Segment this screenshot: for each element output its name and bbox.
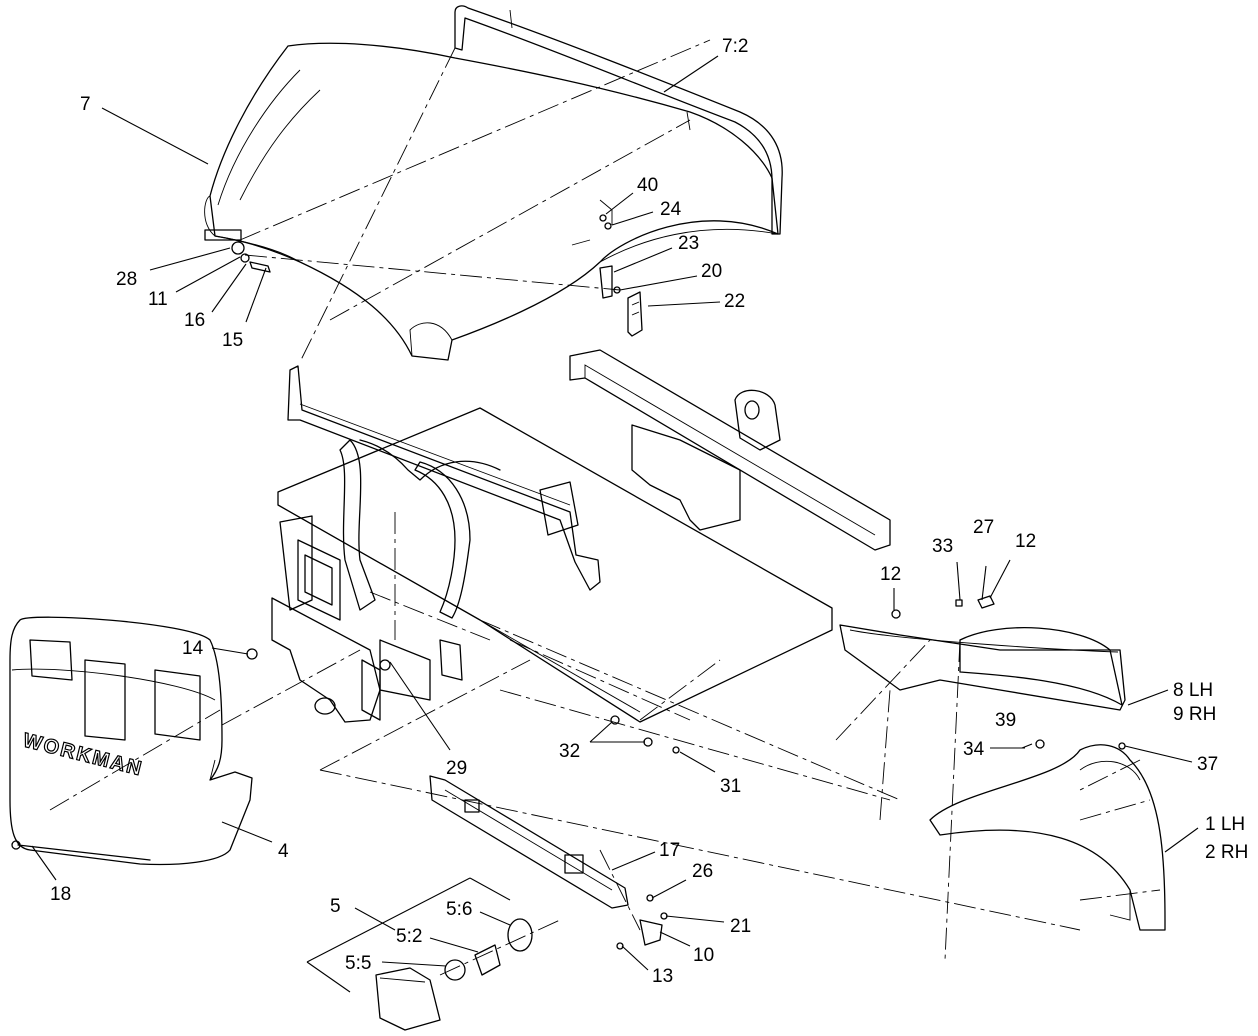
bracket-part-10 — [639, 919, 663, 946]
callout-7-2: 7:2 — [722, 36, 748, 57]
callout-31: 31 — [720, 776, 741, 797]
callout-16: 16 — [184, 310, 205, 331]
grille-part-4: WORKMAN — [9, 616, 253, 866]
callout-33: 33 — [932, 536, 953, 557]
callout-18: 18 — [50, 884, 71, 905]
callout-24: 24 — [660, 199, 682, 220]
callout-26: 26 — [692, 861, 713, 882]
callout-5-2: 5:2 — [396, 926, 422, 947]
callout-12-left: 12 — [880, 564, 901, 585]
hood-latch-right — [599, 214, 643, 337]
callout-13: 13 — [652, 966, 673, 987]
callout-15: 15 — [222, 330, 243, 351]
callout-22: 22 — [724, 291, 745, 312]
frame-plate — [277, 407, 833, 723]
leader-lines — [31, 55, 1199, 993]
callout-11: 11 — [148, 289, 168, 310]
fender-bracket-part-8-9 — [839, 624, 1126, 711]
callout-14: 14 — [182, 638, 204, 659]
callout-5-5: 5:5 — [345, 953, 371, 974]
callout-9-rh: 9 RH — [1173, 704, 1216, 725]
callout-28: 28 — [116, 269, 137, 290]
callout-labels: 7 7:2 40 24 23 20 22 28 11 16 15 33 27 1… — [50, 36, 1248, 987]
mounting-rail-part-17 — [429, 775, 629, 909]
callout-10: 10 — [693, 945, 714, 966]
callout-4: 4 — [278, 841, 289, 862]
hood-part-7 — [204, 42, 779, 361]
callout-5-6: 5:6 — [446, 899, 472, 920]
callout-34: 34 — [963, 739, 985, 760]
callout-21: 21 — [730, 916, 751, 937]
fasteners — [11, 595, 1126, 950]
callout-12-right: 12 — [1015, 531, 1036, 552]
callout-1-lh: 1 LH — [1205, 814, 1245, 835]
callout-2-rh: 2 RH — [1205, 842, 1248, 863]
rear-cross-member — [569, 349, 891, 551]
callout-8-lh: 8 LH — [1173, 680, 1213, 701]
headlight-part-5 — [375, 918, 533, 1031]
phantom-lines — [49, 39, 1161, 976]
callout-7: 7 — [80, 94, 91, 115]
callout-37: 37 — [1197, 754, 1218, 775]
fender-part-1-2 — [929, 744, 1166, 931]
front-bracket-assembly — [271, 515, 463, 723]
callout-27: 27 — [973, 517, 994, 538]
upper-cross-tube — [287, 365, 601, 591]
callout-5: 5 — [330, 896, 341, 917]
callout-39: 39 — [995, 710, 1016, 731]
callout-23: 23 — [678, 233, 699, 254]
callout-20: 20 — [701, 261, 722, 282]
callout-17: 17 — [659, 840, 680, 861]
hood-latch-left — [204, 229, 271, 273]
callout-32: 32 — [559, 741, 580, 762]
callout-29: 29 — [446, 758, 467, 779]
callout-40: 40 — [637, 175, 658, 196]
